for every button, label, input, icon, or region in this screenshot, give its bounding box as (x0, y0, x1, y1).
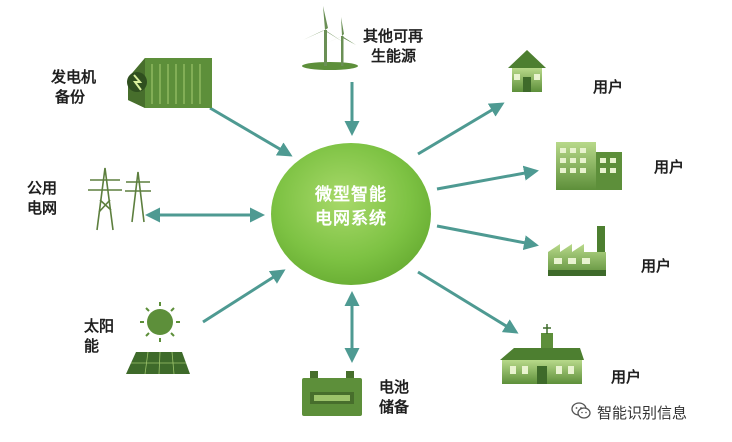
power-pylon-icon (88, 167, 151, 231)
arrow-user-2 (436, 165, 539, 191)
generator-label-line2: 备份 (55, 88, 86, 106)
arrow-generator (209, 106, 293, 157)
arrow-user-4 (417, 270, 519, 334)
battery-label-line1: 电池 (379, 378, 410, 396)
renewable-label-line1: 其他可再 (363, 27, 424, 45)
generator-label-line1: 发电机 (51, 68, 97, 86)
arrow-user-3 (436, 224, 539, 251)
public-grid-label-line1: 公用 (27, 179, 58, 197)
arrow-solar (202, 269, 286, 324)
center-node (271, 143, 431, 285)
generator-label: 发电机 备份 (51, 67, 96, 107)
generator-icon (127, 58, 212, 108)
solar-label-line2: 能 (84, 337, 100, 355)
user-label-4: 用户 (611, 368, 642, 386)
solar-label-line1: 太阳 (84, 317, 115, 335)
arrow-user-1 (417, 102, 505, 156)
battery-label: 电池 储备 (379, 377, 409, 417)
watermark-text: 智能识别信息 (597, 404, 688, 422)
renewable-label: 其他可再 生能源 (363, 26, 423, 66)
office-building-icon (556, 142, 622, 190)
public-grid-label-line2: 电网 (27, 199, 58, 217)
user-label-2: 用户 (654, 158, 685, 176)
user-label-1: 用户 (593, 78, 624, 96)
battery-icon (302, 371, 362, 416)
battery-label-line2: 储备 (379, 398, 410, 416)
center-label-line2: 电网系统 (315, 209, 387, 229)
renewable-label-line2: 生能源 (371, 47, 417, 65)
wind-turbine-icon (302, 6, 358, 70)
user-label-3: 用户 (641, 257, 672, 275)
public-grid-label: 公用 电网 (27, 178, 57, 218)
church-icon (500, 324, 584, 384)
center-label: 微型智能 电网系统 (271, 183, 431, 231)
solar-panel-icon (126, 302, 190, 375)
center-label-line1: 微型智能 (315, 185, 387, 205)
solar-label: 太阳 能 (84, 316, 114, 356)
wechat-icon (571, 402, 591, 419)
factory-icon (548, 226, 606, 276)
house-icon (508, 50, 546, 92)
